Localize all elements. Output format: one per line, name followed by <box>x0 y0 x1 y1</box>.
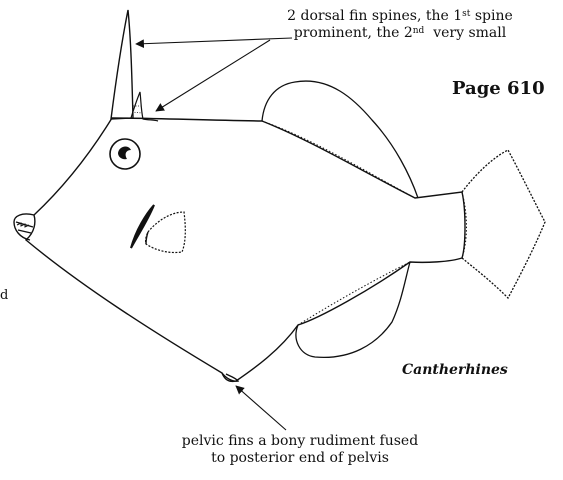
dorsal-line2-post: very small <box>424 25 506 41</box>
genus-name: Cantherhines <box>402 362 508 379</box>
anal-fin <box>296 262 410 357</box>
dorsal-line1-post: spine <box>470 8 512 24</box>
fish-mouth <box>14 214 34 240</box>
soft-dorsal-fin <box>262 81 418 198</box>
gill-slit <box>131 205 154 248</box>
pectoral-fin <box>146 212 186 253</box>
page-number: Page 610 <box>452 80 545 97</box>
dorsal-line1-sup: st <box>462 9 470 19</box>
pectoral-fin-base <box>146 232 148 244</box>
caudal-fin <box>462 150 545 298</box>
arrow-to-pelvic <box>236 386 286 430</box>
pupil-icon <box>118 146 131 159</box>
dorsal-spines-annotation: 2 dorsal fin spines, the 1st spine promi… <box>250 8 550 42</box>
arrow-to-second-spine <box>156 40 270 111</box>
anal-fin-base <box>298 262 410 325</box>
cropped-text-fragment: d <box>0 287 8 304</box>
second-dorsal-spine <box>131 92 158 121</box>
pelvic-line1: pelvic fins a bony rudiment fused <box>180 433 420 450</box>
dorsal-line1-pre: 2 dorsal fin spines, the 1 <box>287 8 462 24</box>
first-dorsal-spine <box>111 10 133 119</box>
pelvic-line2: to posterior end of pelvis <box>180 450 420 467</box>
dorsal-line2-pre: prominent, the 2 <box>294 25 413 41</box>
pelvic-fins-annotation: pelvic fins a bony rudiment fused to pos… <box>180 433 420 467</box>
dorsal-line2-sup: nd <box>413 26 425 36</box>
